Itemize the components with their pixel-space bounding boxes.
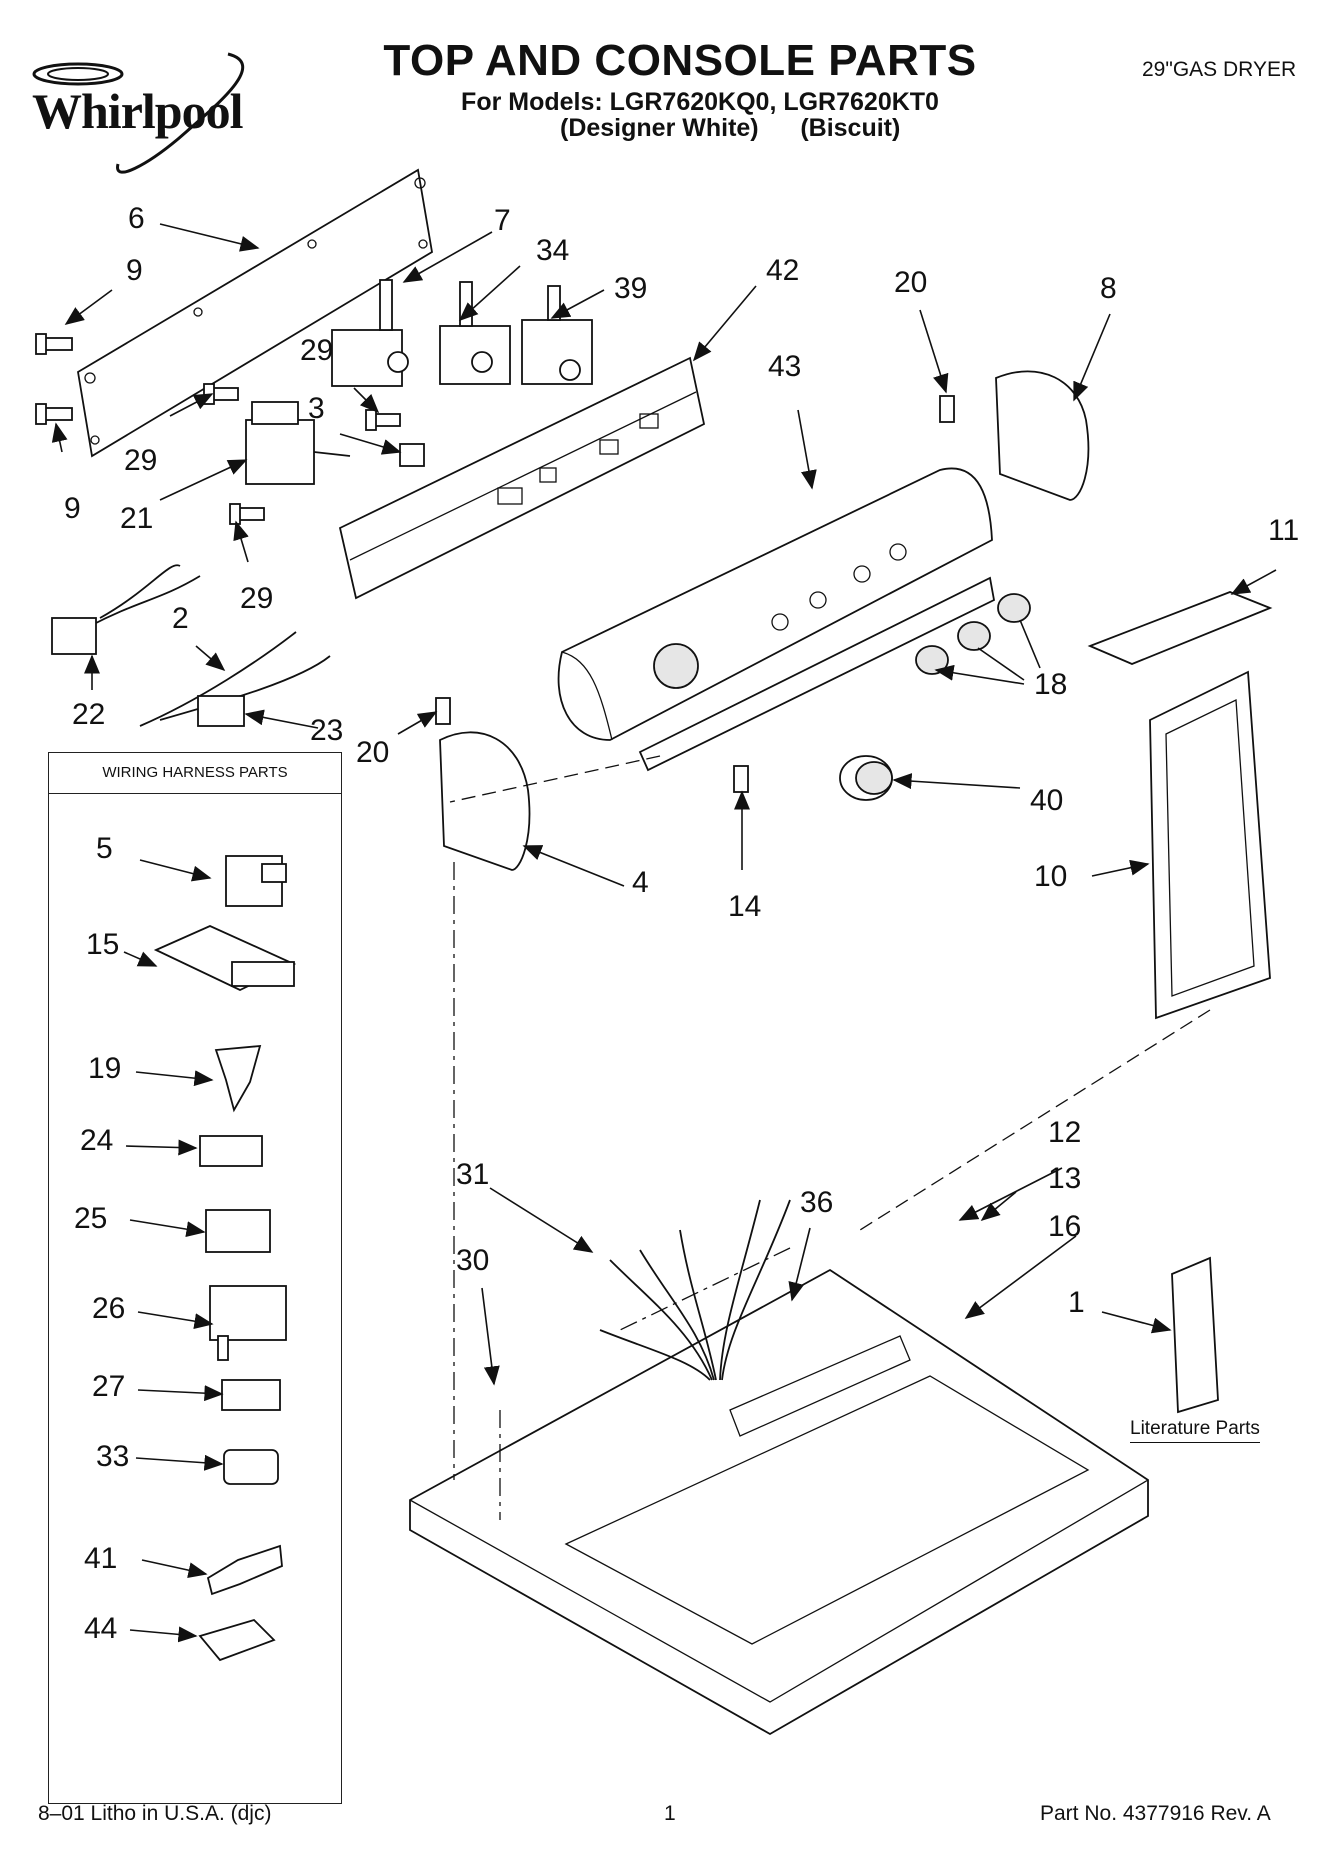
callout-10: 10 — [1034, 860, 1068, 893]
harness-label-26: 26 — [92, 1292, 126, 1325]
switch-39 — [521, 285, 593, 385]
callout-20-lower: 20 — [356, 736, 390, 769]
screw-29-a — [203, 383, 239, 405]
callout-2: 2 — [172, 602, 189, 635]
harness-part-26 — [209, 1285, 287, 1361]
callout-30: 30 — [456, 1244, 490, 1277]
callout-3: 3 — [308, 392, 325, 425]
callout-23: 23 — [310, 714, 344, 747]
end-cap-4 — [439, 731, 531, 871]
whirlpool-logo: Whirlpool — [18, 44, 278, 184]
control-bracket-42 — [338, 356, 706, 600]
screw-9-upper — [35, 333, 73, 355]
harness-label-5: 5 — [96, 832, 113, 865]
product-type: 29"GAS DRYER — [1142, 58, 1297, 81]
callout-16: 16 — [1048, 1210, 1082, 1243]
models-line: For Models: LGR7620KQ0, LGR7620KT0 — [461, 88, 939, 116]
callout-12: 12 — [1048, 1116, 1082, 1149]
model-variants: (Designer White) (Biscuit) — [560, 114, 900, 143]
harness-part-19 — [214, 1044, 262, 1113]
callout-31: 31 — [456, 1158, 490, 1191]
callout-9-upper: 9 — [126, 254, 143, 287]
callout-40: 40 — [1030, 784, 1064, 817]
callout-14: 14 — [728, 890, 762, 923]
callout-1: 1 — [1068, 1286, 1085, 1319]
rear-console-panel — [77, 168, 433, 458]
harness-part-5 — [225, 855, 287, 907]
harness-2 — [89, 564, 331, 727]
callout-42: 42 — [766, 254, 800, 287]
callout-9-lower: 9 — [64, 492, 81, 525]
callout-34: 34 — [536, 234, 570, 267]
harness-label-19: 19 — [88, 1052, 122, 1085]
callout-11: 11 — [1268, 514, 1300, 547]
callout-8: 8 — [1100, 272, 1117, 305]
variant-biscuit: (Biscuit) — [800, 114, 901, 142]
callout-7: 7 — [494, 204, 511, 237]
harness-label-15: 15 — [86, 928, 120, 961]
literature-booklet-1 — [1171, 1256, 1219, 1414]
callout-21: 21 — [120, 502, 154, 535]
screw-9-lower — [35, 403, 73, 425]
wiring-harness-title: WIRING HARNESS PARTS — [48, 752, 342, 794]
harness-label-27: 27 — [92, 1370, 126, 1403]
harness-part-41 — [206, 1544, 283, 1596]
footer-part-number: Part No. 4377916 Rev. A — [1040, 1802, 1271, 1825]
part-3 — [399, 443, 425, 467]
page-title: TOP AND CONSOLE PARTS — [383, 36, 977, 85]
callout-29-b: 29 — [124, 444, 158, 477]
switch-34 — [439, 281, 511, 385]
lint-cover-11 — [1087, 591, 1273, 665]
callout-29-a: 29 — [300, 334, 334, 367]
screw-29-b — [365, 409, 401, 431]
harness-label-24: 24 — [80, 1124, 114, 1157]
wiring-harness-box — [48, 752, 342, 1804]
screw-20-upper — [939, 395, 955, 423]
callout-43: 43 — [768, 350, 802, 383]
callout-18: 18 — [1034, 668, 1068, 701]
harness-part-25 — [205, 1209, 271, 1253]
callout-29-c: 29 — [240, 582, 274, 615]
callout-39: 39 — [614, 272, 648, 305]
harness-part-44 — [198, 1618, 276, 1662]
screw-29-c — [229, 503, 265, 525]
timer-21 — [245, 401, 351, 485]
harness-label-25: 25 — [74, 1202, 108, 1235]
callout-4: 4 — [632, 866, 649, 899]
harness-label-44: 44 — [84, 1612, 118, 1645]
callout-13: 13 — [1048, 1162, 1082, 1195]
callout-36: 36 — [800, 1186, 834, 1219]
harness-part-33 — [223, 1449, 279, 1485]
harness-label-33: 33 — [96, 1440, 130, 1473]
harness-part-15 — [153, 925, 297, 991]
end-cap-8 — [995, 370, 1090, 501]
callout-20-upper: 20 — [894, 266, 928, 299]
connector-23 — [197, 695, 245, 727]
footer-page-number: 1 — [664, 1802, 676, 1825]
switch-7 — [331, 279, 409, 387]
harness-part-24 — [199, 1135, 263, 1167]
callout-6: 6 — [128, 202, 145, 235]
top-cover-16 — [409, 1268, 1149, 1736]
literature-parts-label: Literature Parts — [1130, 1418, 1260, 1443]
wire-harness-31 — [599, 1199, 791, 1381]
knob-40 — [839, 755, 893, 801]
callout-22: 22 — [72, 698, 106, 731]
screw-20-lower — [435, 697, 451, 725]
logo-swirl-icon — [32, 52, 245, 174]
footer-litho: 8–01 Litho in U.S.A. (djc) — [38, 1802, 272, 1825]
variant-white: (Designer White) — [560, 114, 759, 142]
screw-14 — [733, 765, 749, 793]
harness-label-41: 41 — [84, 1542, 118, 1575]
connector-22 — [51, 617, 97, 655]
brand-wordmark: Whirlpool — [32, 83, 243, 139]
